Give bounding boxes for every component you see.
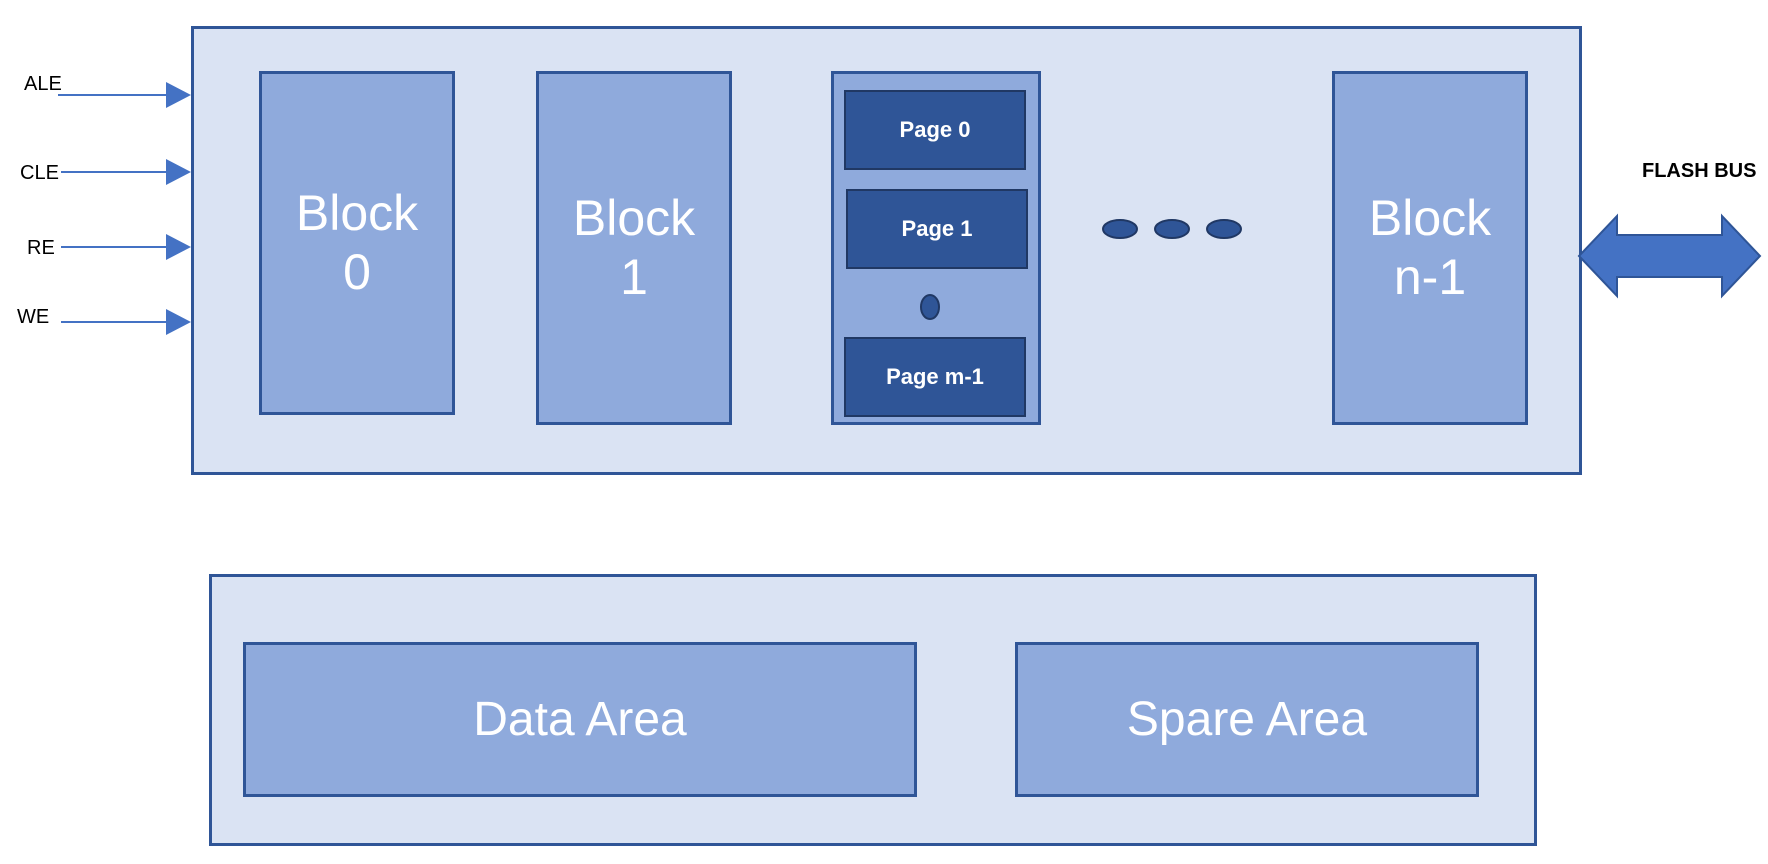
page-0-label: Page 0 [899, 117, 971, 142]
ale-arrow [58, 82, 191, 108]
flash-bus-double-arrow [1577, 213, 1762, 299]
flash-bus-label: FLASH BUS [1642, 160, 1757, 182]
pages-ellipsis-dot [920, 294, 940, 320]
page-m-1: Page m-1 [844, 337, 1026, 417]
block-n-1-word: Block [1368, 190, 1492, 246]
blocks-ellipsis-dot-2 [1154, 219, 1190, 239]
block-1: Block 1 [536, 71, 732, 425]
block-0-word: Block [295, 185, 419, 241]
blocks-ellipsis [1102, 219, 1242, 239]
signal-arrows [58, 82, 191, 335]
spare-area-label: Spare Area [1126, 693, 1368, 746]
cle-arrow [61, 159, 191, 185]
block-n-1-index: n-1 [1393, 249, 1467, 305]
data-area: Data Area [243, 642, 917, 797]
page-1: Page 1 [846, 189, 1028, 269]
page-m-1-label: Page m-1 [886, 364, 984, 389]
block-n-1: Block n-1 [1332, 71, 1528, 425]
re-arrow [61, 234, 191, 260]
page-1-label: Page 1 [901, 216, 973, 241]
signal-label-re: RE [27, 237, 55, 259]
blocks-ellipsis-dot-3 [1206, 219, 1242, 239]
block-0-index: 0 [343, 244, 371, 300]
block-0: Block 0 [259, 71, 455, 415]
block-1-word: Block [572, 190, 696, 246]
page-0: Page 0 [844, 90, 1026, 170]
signal-label-ale: ALE [24, 73, 62, 95]
data-area-label: Data Area [473, 693, 687, 746]
signal-label-we: WE [17, 306, 50, 328]
block-1-index: 1 [620, 249, 648, 305]
spare-area: Spare Area [1015, 642, 1479, 797]
blocks-ellipsis-dot-1 [1102, 219, 1138, 239]
signal-label-cle: CLE [20, 162, 59, 184]
we-arrow [61, 309, 191, 335]
